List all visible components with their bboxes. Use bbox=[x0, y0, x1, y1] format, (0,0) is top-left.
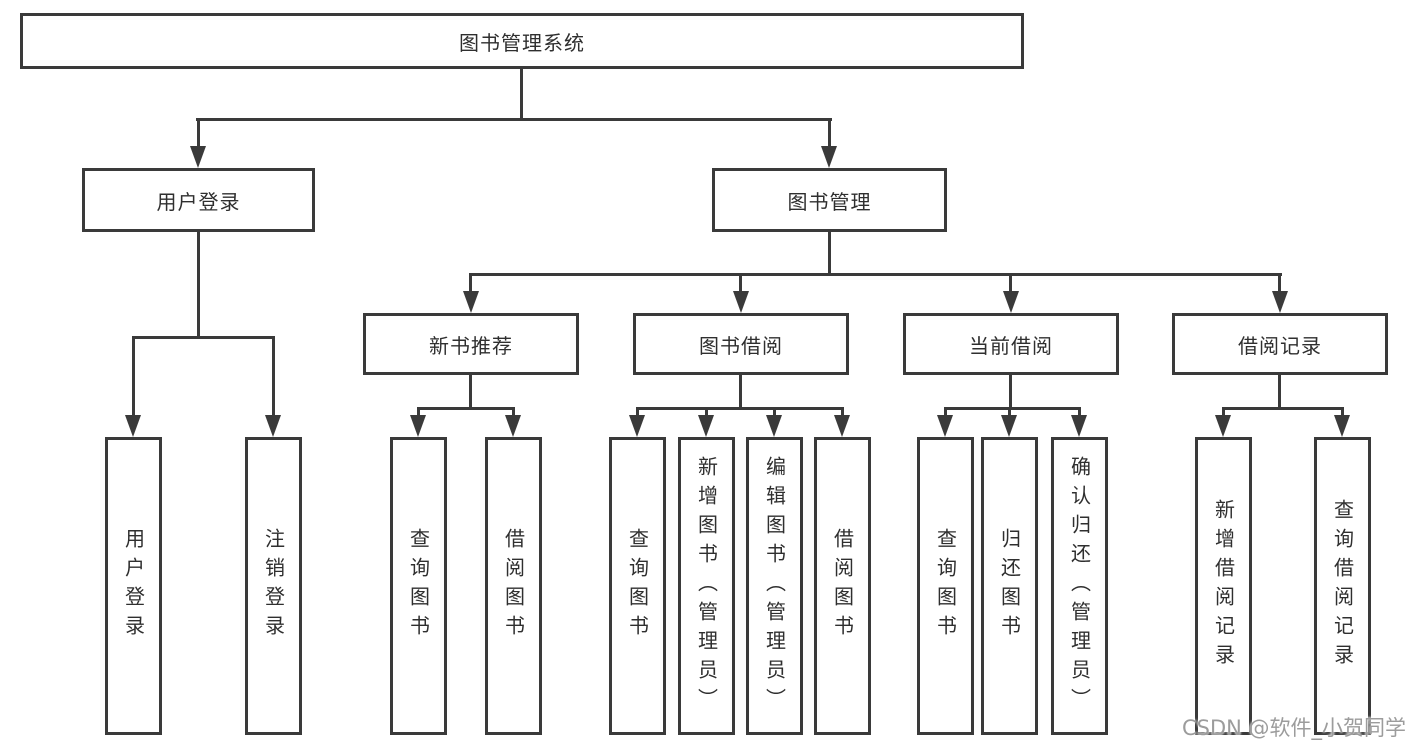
node-book-management: 图书管理 bbox=[712, 168, 947, 232]
arrow-down-icon bbox=[766, 415, 782, 437]
leaf-borrow-add-books-admin-label: 新增图书（管理员） bbox=[694, 455, 719, 717]
arrow-down-icon bbox=[505, 415, 521, 437]
arrow-down-icon bbox=[937, 415, 953, 437]
leaf-current-query-books: 查询图书 bbox=[917, 437, 974, 735]
arrow-down-icon bbox=[265, 415, 281, 437]
connector-arrow-stem bbox=[739, 276, 742, 300]
arrow-down-icon bbox=[410, 415, 426, 437]
arrow-down-icon bbox=[1071, 415, 1087, 437]
leaf-borrow-query-books-label: 查询图书 bbox=[625, 528, 650, 644]
arrow-down-icon bbox=[190, 146, 206, 168]
connector-user-bar bbox=[132, 336, 275, 339]
arrow-down-icon bbox=[834, 415, 850, 437]
arrow-down-icon bbox=[125, 415, 141, 437]
node-book-borrow-label: 图书借阅 bbox=[699, 333, 783, 358]
arrow-down-icon bbox=[463, 291, 479, 313]
connector-records-bar bbox=[1222, 407, 1344, 410]
node-new-book-recommend: 新书推荐 bbox=[363, 313, 579, 375]
arrow-down-icon bbox=[1001, 415, 1017, 437]
leaf-recommend-query-books-label: 查询图书 bbox=[406, 528, 431, 644]
connector-level2-bar bbox=[196, 118, 832, 121]
connector-arrow-stem bbox=[272, 339, 275, 423]
arrow-down-icon bbox=[698, 415, 714, 437]
leaf-records-query-record: 查询借阅记录 bbox=[1314, 437, 1371, 735]
leaf-user-login: 用户登录 bbox=[105, 437, 162, 735]
leaf-records-add-record: 新增借阅记录 bbox=[1195, 437, 1252, 735]
node-user-login-label: 用户登录 bbox=[156, 189, 241, 214]
connector-root-stem bbox=[520, 69, 523, 121]
arrow-down-icon bbox=[1334, 415, 1350, 437]
node-book-borrow: 图书借阅 bbox=[633, 313, 849, 375]
connector-recommend-bar bbox=[417, 407, 515, 410]
node-borrow-records: 借阅记录 bbox=[1172, 313, 1388, 375]
connector-arrow-stem bbox=[197, 121, 200, 154]
connector-current-stem bbox=[1009, 375, 1012, 410]
leaf-borrow-query-books: 查询图书 bbox=[609, 437, 666, 735]
leaf-logout: 注销登录 bbox=[245, 437, 302, 735]
arrow-down-icon bbox=[1272, 291, 1288, 313]
leaf-current-return-books-label: 归还图书 bbox=[997, 528, 1022, 644]
connector-arrow-stem bbox=[1278, 276, 1281, 300]
connector-arrow-stem bbox=[469, 276, 472, 300]
connector-arrow-stem bbox=[1009, 276, 1012, 300]
connector-arrow-stem bbox=[132, 339, 135, 423]
connector-recommend-stem bbox=[469, 375, 472, 410]
node-book-management-label: 图书管理 bbox=[787, 189, 872, 214]
connector-user-stem bbox=[197, 232, 200, 339]
leaf-records-add-record-label: 新增借阅记录 bbox=[1211, 499, 1236, 673]
arrow-down-icon bbox=[1215, 415, 1231, 437]
leaf-current-confirm-return-admin: 确认归还（管理员） bbox=[1051, 437, 1108, 735]
arrow-down-icon bbox=[733, 291, 749, 313]
leaf-current-query-books-label: 查询图书 bbox=[933, 528, 958, 644]
node-root-label: 图书管理系统 bbox=[459, 30, 585, 55]
connector-management-stem bbox=[828, 232, 831, 276]
leaf-current-return-books: 归还图书 bbox=[981, 437, 1038, 735]
connector-arrow-stem bbox=[828, 121, 831, 154]
arrow-down-icon bbox=[629, 415, 645, 437]
leaf-borrow-edit-books-admin-label: 编辑图书（管理员） bbox=[762, 455, 787, 717]
arrow-down-icon bbox=[1003, 291, 1019, 313]
leaf-current-confirm-return-admin-label: 确认归还（管理员） bbox=[1067, 455, 1092, 717]
leaf-records-query-record-label: 查询借阅记录 bbox=[1330, 499, 1355, 673]
leaf-borrow-edit-books-admin: 编辑图书（管理员） bbox=[746, 437, 803, 735]
connector-records-stem bbox=[1278, 375, 1281, 410]
connector-current-bar bbox=[944, 407, 1081, 410]
csdn-watermark: CSDN @软件_小贺同学 bbox=[1182, 716, 1405, 740]
arrow-down-icon bbox=[821, 146, 837, 168]
leaf-borrow-borrow-books-label: 借阅图书 bbox=[830, 528, 855, 644]
node-current-borrow: 当前借阅 bbox=[903, 313, 1119, 375]
leaf-borrow-borrow-books: 借阅图书 bbox=[814, 437, 871, 735]
leaf-recommend-borrow-books: 借阅图书 bbox=[485, 437, 542, 735]
leaf-recommend-query-books: 查询图书 bbox=[390, 437, 447, 735]
node-current-borrow-label: 当前借阅 bbox=[969, 333, 1053, 358]
leaf-user-login-label: 用户登录 bbox=[121, 528, 146, 644]
node-new-book-recommend-label: 新书推荐 bbox=[429, 333, 513, 358]
node-root-library-system: 图书管理系统 bbox=[20, 13, 1024, 69]
node-borrow-records-label: 借阅记录 bbox=[1238, 333, 1322, 358]
connector-borrow-bar bbox=[636, 407, 844, 410]
node-user-login: 用户登录 bbox=[82, 168, 315, 232]
connector-level3-bar bbox=[469, 273, 1282, 276]
leaf-borrow-add-books-admin: 新增图书（管理员） bbox=[678, 437, 735, 735]
connector-borrow-stem bbox=[739, 375, 742, 410]
leaf-recommend-borrow-books-label: 借阅图书 bbox=[501, 528, 526, 644]
leaf-logout-label: 注销登录 bbox=[261, 528, 286, 644]
